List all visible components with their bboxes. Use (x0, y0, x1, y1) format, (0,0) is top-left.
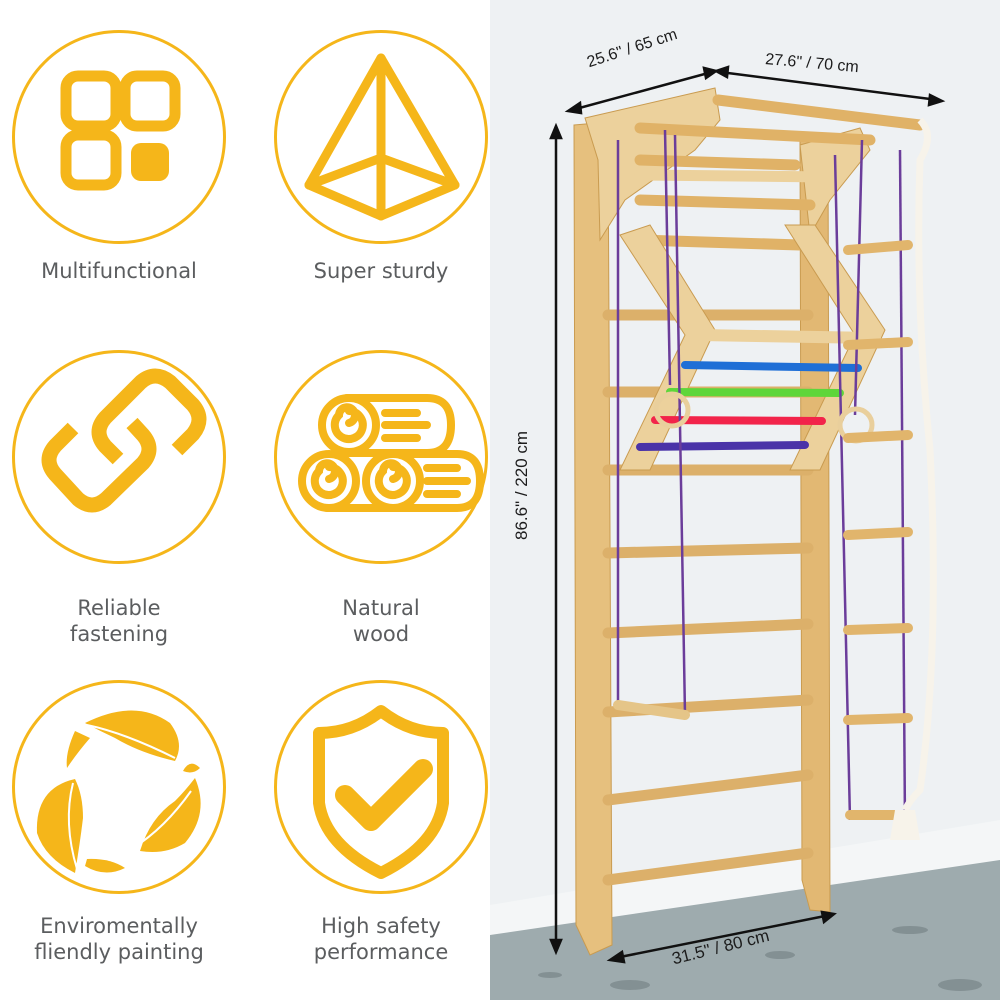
feature-label: Reliable fastening (69, 596, 169, 646)
feature-label: Natural wood (342, 596, 420, 646)
wall-bars-illustration (490, 0, 1000, 1000)
feature-circle (274, 680, 488, 894)
chain-link-icon (41, 368, 207, 513)
features-panel: Multifunctional Super sturdy Reli (0, 0, 490, 1000)
feature-label: Super sturdy (313, 259, 449, 283)
feature-circle (12, 30, 226, 244)
feature-circle (12, 680, 226, 894)
shield-check-icon (313, 705, 449, 879)
feature-circle (274, 350, 488, 564)
wood-logs-icon (298, 394, 485, 512)
dimension-height-label: 86.6" / 220 cm (512, 430, 531, 540)
feature-label: Enviromentally fliendly painting (34, 914, 204, 964)
pyramid-icon (304, 53, 460, 221)
feature-circle (12, 350, 226, 564)
grid-squares-icon (60, 70, 181, 191)
feature-label: Multifunctional (41, 259, 197, 283)
product-photo: 25.6" / 65 cm 27.6" / 70 cm 86.6" / 220 … (490, 0, 1000, 1000)
feature-label: High safety performance (313, 914, 449, 964)
feature-circle (274, 30, 488, 244)
leaf-recycle-icon (36, 710, 201, 873)
